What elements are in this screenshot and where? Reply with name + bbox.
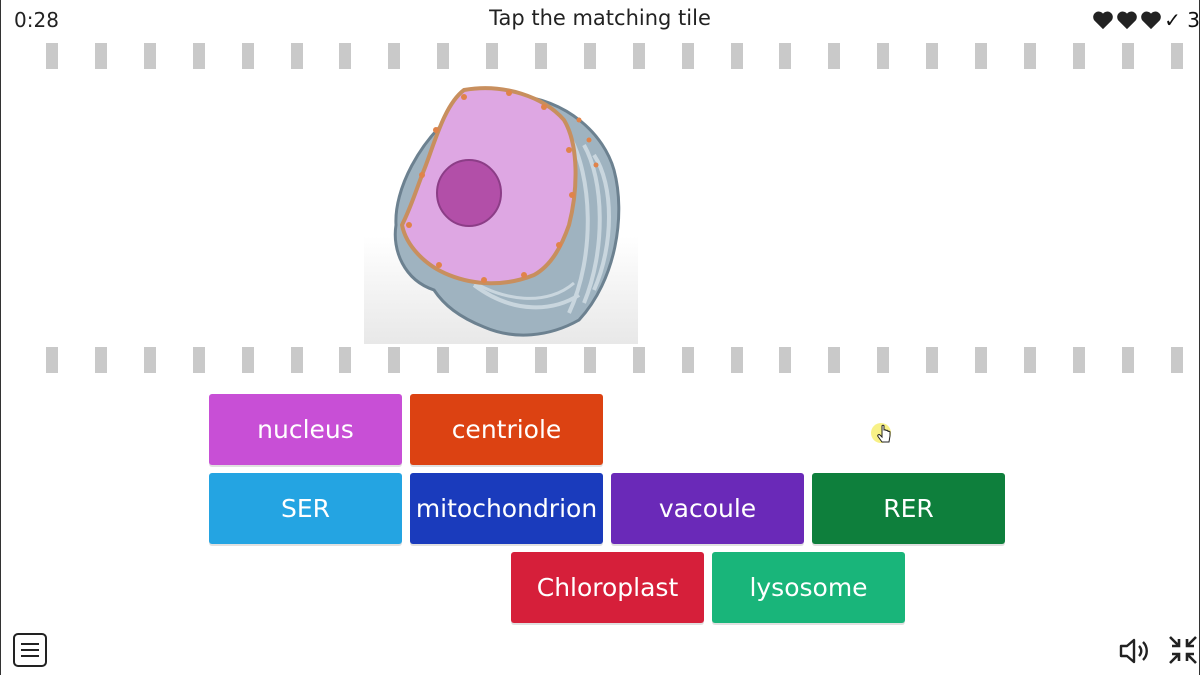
film-strip-bottom [0, 347, 1200, 373]
film-strip-tick [95, 43, 107, 69]
speaker-icon[interactable] [1118, 636, 1152, 666]
film-strip-tick [1024, 347, 1036, 373]
heart-icon [1117, 11, 1137, 30]
film-strip-tick [535, 347, 547, 373]
timer: 0:28 [14, 8, 59, 32]
frame-left-edge [0, 0, 1, 675]
film-strip-tick [828, 347, 840, 373]
film-strip-tick [731, 347, 743, 373]
menu-button[interactable] [13, 633, 47, 667]
film-strip-tick [1171, 347, 1183, 373]
film-strip-tick [291, 347, 303, 373]
film-strip-tick [877, 43, 889, 69]
film-strip-tick [144, 347, 156, 373]
film-strip-top [0, 43, 1200, 69]
instruction-text: Tap the matching tile [489, 6, 711, 30]
film-strip-tick [242, 43, 254, 69]
film-strip-tick [1024, 43, 1036, 69]
film-strip-tick [242, 347, 254, 373]
film-strip-tick [926, 347, 938, 373]
film-strip-tick [144, 43, 156, 69]
tile-vacoule[interactable]: vacoule [611, 473, 804, 544]
animal-cell-image [364, 75, 638, 344]
film-strip-tick [633, 347, 645, 373]
film-strip-tick [339, 347, 351, 373]
film-strip-tick [1171, 43, 1183, 69]
film-strip-tick [486, 347, 498, 373]
score-count: ✓ 3 [1164, 8, 1200, 32]
film-strip-tick [46, 347, 58, 373]
film-strip-tick [291, 43, 303, 69]
tile-rer[interactable]: RER [812, 473, 1005, 544]
menu-icon [21, 643, 39, 657]
film-strip-tick [975, 43, 987, 69]
film-strip-tick [731, 43, 743, 69]
heart-icon [1141, 11, 1161, 30]
tile-chloroplast[interactable]: Chloroplast [511, 552, 704, 623]
film-strip-tick [828, 43, 840, 69]
film-strip-tick [437, 347, 449, 373]
film-strip-tick [437, 43, 449, 69]
film-strip-tick [193, 43, 205, 69]
film-strip-tick [633, 43, 645, 69]
film-strip-tick [682, 347, 694, 373]
film-strip-tick [779, 43, 791, 69]
question-stage [0, 75, 1200, 347]
film-strip-tick [95, 347, 107, 373]
film-strip-tick [682, 43, 694, 69]
film-strip-tick [1122, 43, 1134, 69]
film-strip-tick [584, 347, 596, 373]
film-strip-tick [193, 347, 205, 373]
film-strip-tick [584, 43, 596, 69]
film-strip-tick [388, 43, 400, 69]
tile-mitochondrion[interactable]: mitochondrion [410, 473, 603, 544]
tile-centriole[interactable]: centriole [410, 394, 603, 465]
film-strip-tick [486, 43, 498, 69]
film-strip-tick [877, 347, 889, 373]
film-strip-tick [926, 43, 938, 69]
film-strip-tick [46, 43, 58, 69]
collapse-icon[interactable] [1167, 634, 1199, 666]
tile-lysosome[interactable]: lysosome [712, 552, 905, 623]
film-strip-tick [1073, 347, 1085, 373]
film-strip-tick [535, 43, 547, 69]
film-strip-tick [1073, 43, 1085, 69]
film-strip-tick [1122, 347, 1134, 373]
heart-icon [1093, 11, 1113, 30]
hand-cursor-icon [871, 423, 891, 443]
lives-and-score: ✓ 3 [1092, 8, 1200, 32]
cell-diagram-icon [393, 86, 621, 337]
film-strip-tick [388, 347, 400, 373]
tile-nucleus[interactable]: nucleus [209, 394, 402, 465]
tile-ser[interactable]: SER [209, 473, 402, 544]
film-strip-tick [975, 347, 987, 373]
film-strip-tick [339, 43, 351, 69]
film-strip-tick [779, 347, 791, 373]
